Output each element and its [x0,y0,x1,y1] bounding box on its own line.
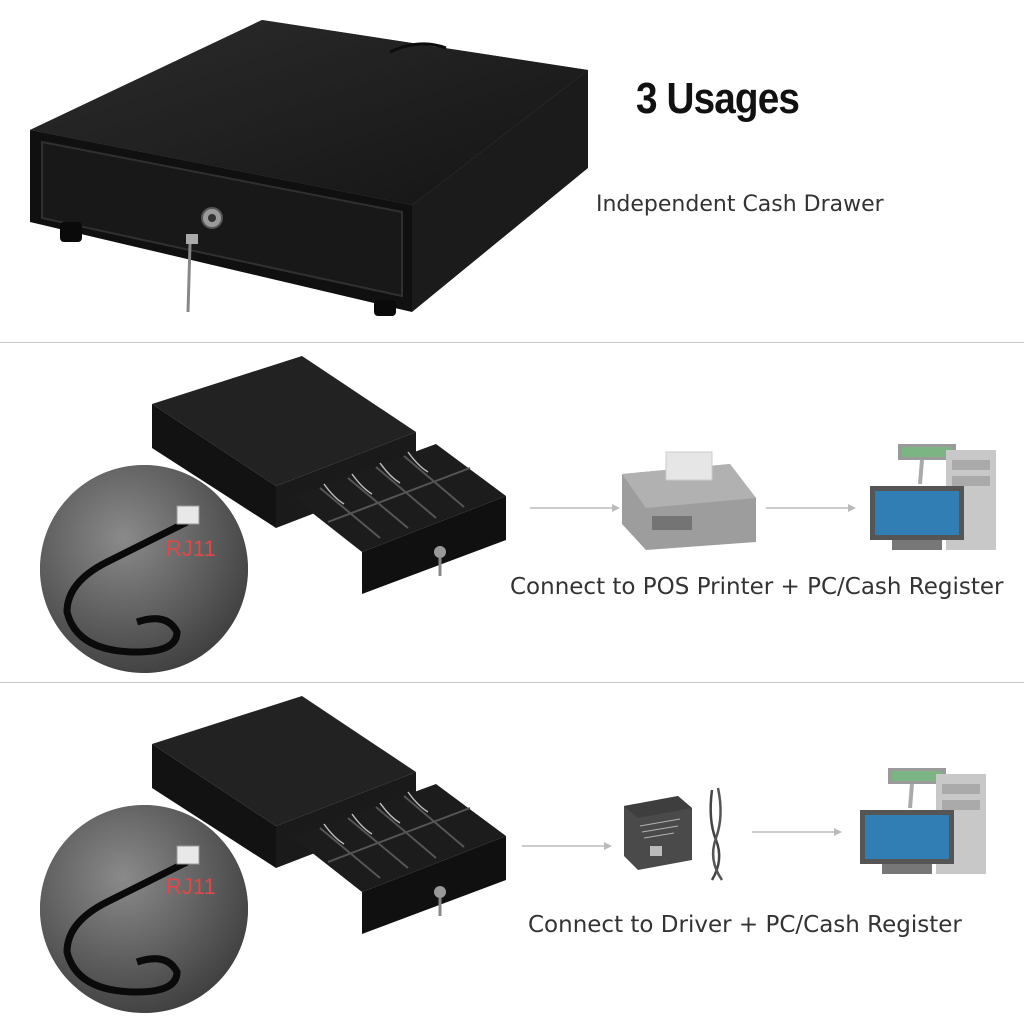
open-cash-drawer-image [152,696,506,934]
arrow-icon [530,504,620,512]
page-title: 3 Usages [636,74,800,123]
rj11-cable-inset-image [40,465,248,673]
open-cash-drawer-image [152,356,506,594]
arrow-icon [522,842,612,850]
rj11-label: RJ11 [166,874,216,899]
rj11-label: RJ11 [166,536,216,561]
pc-cash-register-image [870,444,996,550]
section-divider [0,342,1024,343]
arrow-icon [752,828,842,836]
usage-caption-driver: Connect to Driver + PC/Cash Register [528,912,962,938]
closed-cash-drawer-image [30,20,588,316]
pc-cash-register-image [860,768,986,874]
usb-driver-box-image [624,787,724,881]
section-divider [0,682,1024,683]
usage-caption-pos-printer: Connect to POS Printer + PC/Cash Registe… [510,574,1004,600]
arrow-icon [766,504,856,512]
usage-caption-independent: Independent Cash Drawer [596,192,884,217]
rj11-cable-inset-image [40,805,248,1013]
pos-printer-image [622,451,756,550]
